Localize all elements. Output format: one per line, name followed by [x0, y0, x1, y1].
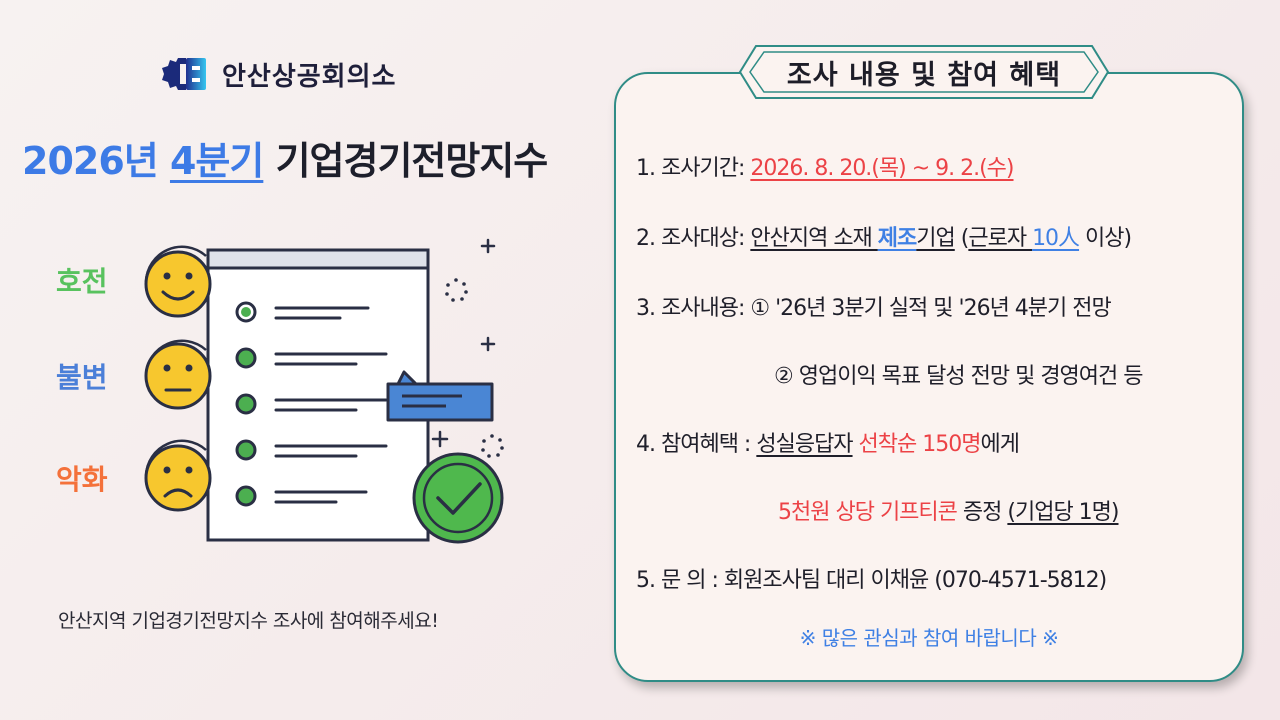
survey-period-row: 1. 조사기간: 2026. 8. 20.(목) ~ 9. 2.(수): [636, 150, 1015, 182]
survey-content-item-1: ① '26년 3분기 실적 및 '26년 4분기 전망: [750, 296, 1111, 321]
contact-label: 5. 문 의 :: [636, 568, 724, 593]
survey-target-row: 2. 조사대상: 안산지역 소재 제조기업 (근로자 10人 이상): [636, 220, 1133, 252]
sparkle-icon: [431, 238, 496, 448]
sad-face-icon: [144, 439, 212, 512]
survey-content-label: 3. 조사내용:: [636, 296, 751, 321]
target-region: 안산지역 소재: [750, 226, 878, 251]
contact-row: 5. 문 의 : 회원조사팀 대리 이채윤 (070-4571-5812): [636, 562, 1107, 594]
survey-period-label: 1. 조사기간:: [636, 156, 751, 181]
header-ribbon: [738, 45, 1110, 99]
benefit-give: 증정: [956, 500, 1008, 525]
survey-target-label: 2. 조사대상:: [636, 226, 751, 251]
benefit-per-company: (기업당 1명): [1007, 500, 1119, 525]
benefit-row-2: 5천원 상당 기프티콘 증정 (기업당 1명): [778, 494, 1120, 526]
participation-caption: 안산지역 기업경기전망지수 조사에 참여해주세요!: [58, 610, 439, 632]
survey-content-row: 3. 조사내용: ① '26년 3분기 실적 및 '26년 4분기 전망: [636, 290, 1112, 322]
title-rest: 기업경기전망지수: [275, 139, 549, 183]
target-paren-open: (: [954, 226, 970, 251]
closing-message: ※ 많은 관심과 참여 바랍니다 ※: [799, 626, 1059, 650]
contact-value: 회원조사팀 대리 이채윤 (070-4571-5812): [723, 568, 1107, 593]
benefit-first-150: 선착순 150명: [852, 432, 982, 457]
benefit-respondent: 성실응답자: [756, 432, 853, 457]
benefit-row: 4. 참여혜택 : 성실응답자 선착순 150명에게: [636, 426, 1020, 458]
benefit-to: 에게: [980, 432, 1020, 457]
survey-content-item-2: ② 영업이익 목표 달성 전망 및 경영여건 등: [774, 364, 1144, 389]
happy-face-icon: [144, 245, 212, 318]
check-circle-icon: [412, 452, 504, 544]
survey-illustration: [144, 238, 504, 544]
speech-bubble-icon: [386, 370, 494, 422]
dot-ring-icon: [445, 278, 504, 458]
target-count: 10人: [1032, 226, 1080, 251]
title-quarter: 4분기: [169, 139, 264, 183]
target-paren-close: ): [1123, 226, 1133, 251]
target-manufacturing: 제조: [877, 226, 917, 251]
benefit-label: 4. 참여혜택 :: [636, 432, 757, 457]
page-title: 2026년 4분기 기업경기전망지수: [22, 130, 582, 185]
survey-period-value: 2026. 8. 20.(목) ~ 9. 2.(수): [750, 156, 1014, 181]
mood-label-bad: 악화: [56, 463, 108, 496]
target-company: 기업: [916, 226, 955, 251]
logo-text: 안산상공회의소: [222, 61, 397, 92]
benefit-gifticon: 5천원 상당 기프티콘: [778, 500, 958, 525]
mood-label-neutral: 불변: [56, 361, 108, 394]
target-workers: 근로자: [968, 226, 1033, 251]
target-above: 이상: [1079, 226, 1125, 251]
title-year: 2026년: [22, 139, 159, 183]
neutral-face-icon: [144, 339, 212, 410]
chamber-logo-icon: [162, 58, 206, 90]
info-panel: [614, 72, 1244, 682]
mood-label-good: 호전: [56, 265, 108, 298]
logo: 안산상공회의소: [156, 54, 396, 94]
panel-header: 조사 내용 및 참여 혜택: [786, 59, 1062, 91]
